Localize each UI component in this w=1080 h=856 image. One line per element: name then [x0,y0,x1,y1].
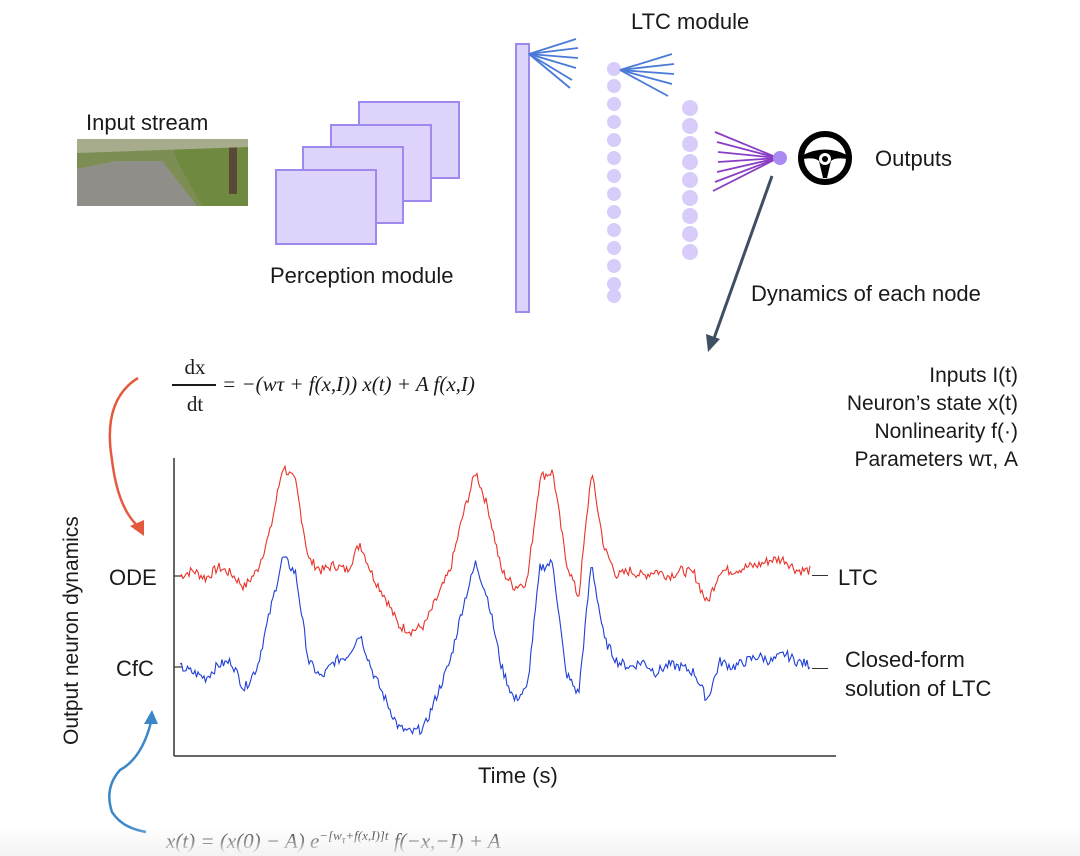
cfc-label-tick [812,668,828,669]
legend-state: Neuron’s state x(t) [846,392,1018,415]
dynamics-label: Dynamics of each node [751,281,981,306]
series-line-ltc [179,464,811,638]
ode-equation: = −(wτ + f(x,I)) x(t) + A f(x,I) [222,372,475,396]
feature-bar [515,43,530,313]
y-tick-ode: ODE [109,565,157,590]
ltc-module-label: LTC module [631,9,750,34]
ltc-label-tick [812,575,828,576]
input-fan-1 [528,38,579,89]
input-stream-label: Input stream [86,110,209,135]
bottom-fade [0,826,1080,856]
dynamics-arrow [706,175,774,352]
perception-module-graphic [275,101,460,245]
ode-denominator: dt [186,392,204,416]
input-stream-image [77,139,248,206]
y-tick-cfc: CfC [116,656,154,681]
legend-nonlinearity: Nonlinearity f(·) [874,420,1018,443]
series-label-cfc: Closed-form solution of LTC [845,647,992,701]
ltc-network-graphic [515,38,787,313]
perception-module-label: Perception module [270,263,454,288]
input-fan-2 [619,53,675,97]
variables-legend: Inputs I(t) Neuron’s state x(t) Nonlinea… [740,362,1018,474]
legend-params: Parameters wτ, A [854,448,1018,471]
ltc-neuron-column-2 [682,100,698,260]
dynamics-chart [173,458,836,757]
output-fan [712,131,779,192]
y-axis-label: Output neuron dynamics [60,516,83,745]
cfc-curve-arrow [108,710,158,834]
ode-numerator: dx [184,355,206,379]
ode-curve-arrow [108,376,144,536]
output-neuron [773,151,787,165]
outputs-label: Outputs [875,146,953,171]
ltc-neuron-column-1 [607,62,621,303]
x-axis-label: Time (s) [478,763,558,788]
series-label-ltc: LTC [838,565,878,590]
series-line-cfc [179,556,811,736]
steering-wheel-icon [798,131,852,185]
fraction-bar [172,384,216,386]
legend-inputs: Inputs I(t) [929,364,1018,387]
